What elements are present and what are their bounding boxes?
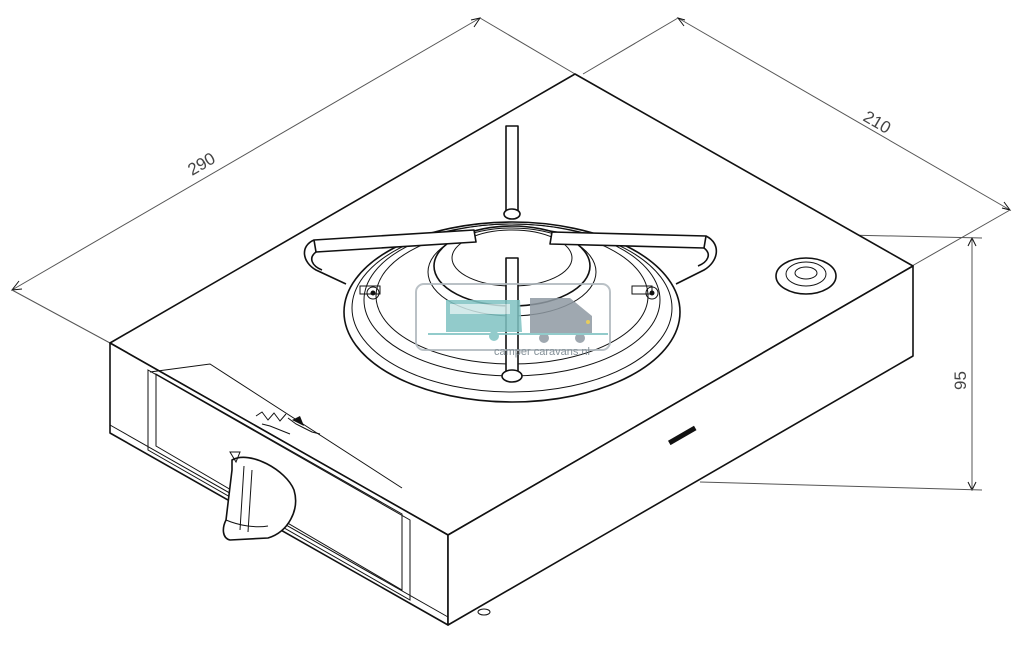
cooker-side-face <box>447 265 914 626</box>
dimension-length-label: 290 <box>185 149 219 180</box>
dimension-height-label: 95 <box>951 371 970 390</box>
dimension-width-label: 210 <box>860 107 894 138</box>
pan-support <box>303 125 718 383</box>
knob-icon[interactable] <box>222 451 297 541</box>
control-panel <box>147 363 411 601</box>
vent-slot <box>668 425 697 446</box>
brand-mark <box>255 411 321 435</box>
watermark-text: camper caravans.nl <box>494 346 590 358</box>
caravan-logo-icon: camper caravans.nl <box>415 283 611 358</box>
ignition-icon <box>775 257 837 295</box>
